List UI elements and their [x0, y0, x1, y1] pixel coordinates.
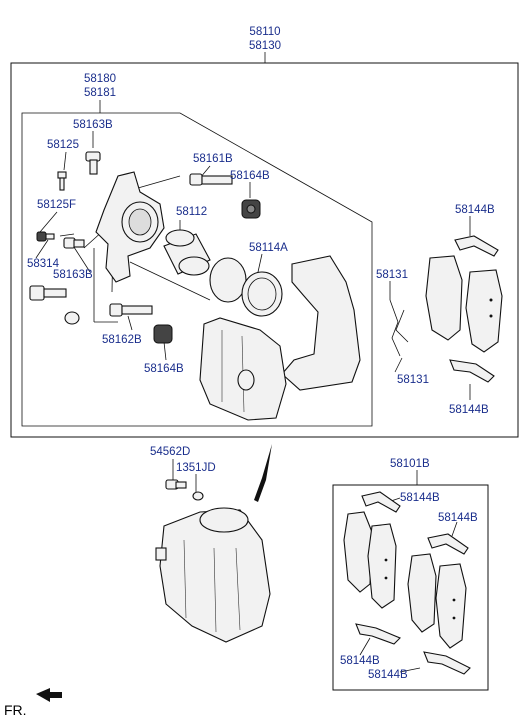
pad-kit-clip-2 [427, 533, 469, 555]
pad-kit-clip-4 [423, 651, 471, 675]
bolt-58163B-top [85, 151, 101, 175]
part-label-58110[interactable]: 58110 [249, 26, 281, 38]
pad-kit-pads-upper [343, 511, 397, 609]
part-label-58180[interactable]: 58180 [84, 73, 116, 85]
guide-pin-58162B [109, 303, 153, 317]
bolt-58163B-mid [63, 237, 85, 249]
part-label-58144B-kit-1[interactable]: 58144B [400, 492, 440, 504]
pad-clip-upper [454, 235, 499, 257]
front-direction-label: FR. [4, 702, 27, 718]
assembly-arrow [254, 444, 272, 502]
part-label-58144B-lower[interactable]: 58144B [449, 404, 489, 416]
washer-1351JD [192, 491, 204, 501]
part-label-1351JD[interactable]: 1351JD [176, 462, 216, 474]
part-label-58144B-kit-4[interactable]: 58144B [368, 669, 408, 681]
part-label-58314[interactable]: 58314 [27, 258, 59, 270]
pad-kit-clip-3 [355, 623, 401, 645]
part-label-58162B[interactable]: 58162B [102, 334, 142, 346]
washer-lower-left [64, 311, 80, 325]
brake-pads-upper [425, 255, 503, 353]
part-label-58130[interactable]: 58130 [249, 40, 281, 52]
part-label-58144B-kit-2[interactable]: 58144B [438, 512, 478, 524]
piston-seal [209, 257, 247, 303]
assembly-frame [10, 62, 519, 438]
bolt-54562D [165, 479, 187, 490]
part-label-58144B-kit-3[interactable]: 58144B [340, 655, 380, 667]
pad-kit-frame [332, 484, 489, 691]
bleeder-58125 [57, 171, 67, 191]
front-arrow-icon [36, 688, 62, 702]
caliper-subframe [21, 112, 373, 427]
piston-58112 [163, 229, 211, 276]
pad-clip-lower [449, 359, 495, 383]
part-label-58164B-top[interactable]: 58164B [230, 170, 270, 182]
part-label-58164B-bottom[interactable]: 58164B [144, 363, 184, 375]
caliper-body [95, 171, 165, 283]
pad-kit-clip-1 [361, 491, 401, 513]
boot-58164B-top [241, 199, 261, 219]
bolt-58314 [29, 285, 67, 301]
part-label-58125F[interactable]: 58125F [37, 199, 77, 211]
part-label-58112[interactable]: 58112 [176, 206, 208, 218]
boot-58164B-bottom [153, 324, 173, 344]
pad-kit-pads-lower [407, 553, 467, 649]
part-label-58125[interactable]: 58125 [47, 139, 79, 151]
part-label-58101B[interactable]: 58101B [390, 458, 430, 470]
caliper-housing [199, 317, 287, 421]
guide-pin-58161B [189, 173, 233, 186]
part-label-58161B[interactable]: 58161B [193, 153, 233, 165]
bleeder-58125F [36, 231, 55, 242]
part-label-58114A[interactable]: 58114A [249, 242, 288, 254]
part-label-58144B-upper[interactable]: 58144B [455, 204, 495, 216]
part-label-58131-bottom[interactable]: 58131 [397, 374, 429, 386]
part-label-58163B-top[interactable]: 58163B [73, 119, 113, 131]
spring-58131 [389, 299, 401, 357]
part-label-58163B-mid[interactable]: 58163B [53, 269, 93, 281]
part-label-54562D[interactable]: 54562D [150, 446, 191, 458]
part-label-58131-top[interactable]: 58131 [376, 269, 408, 281]
assembled-caliper [155, 507, 271, 643]
caliper-carrier [281, 255, 361, 391]
part-label-58181[interactable]: 58181 [84, 87, 116, 99]
